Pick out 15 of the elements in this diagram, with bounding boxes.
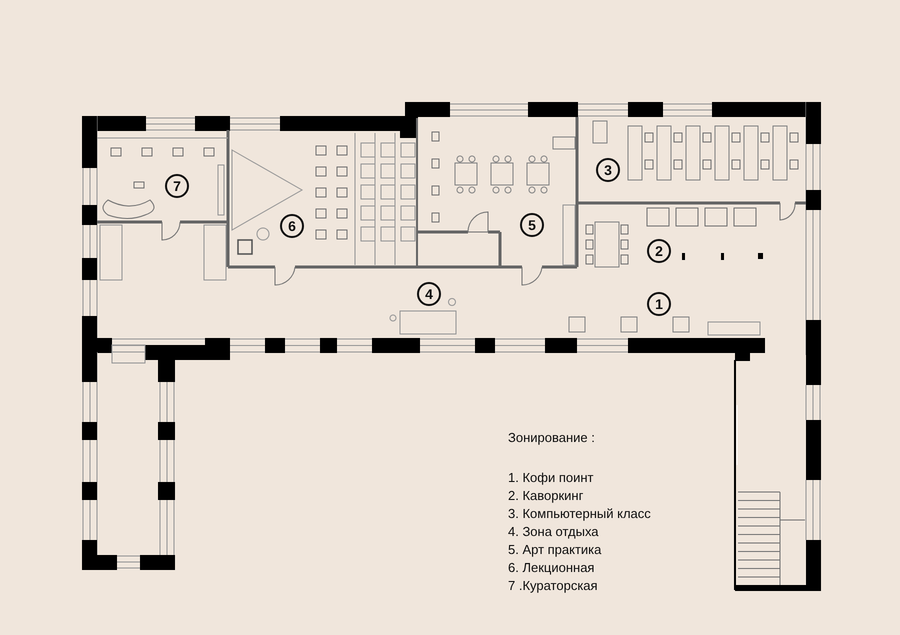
legend-item: 2. Каворкинг (508, 488, 584, 503)
legend-item: 4. Зона отдыха (508, 524, 599, 539)
legend-item: 6. Лекционная (508, 560, 594, 575)
legend-heading: Зонирование : (508, 430, 595, 445)
legend-item: 3. Компьютерный класс (508, 506, 651, 521)
legend-item: 1. Кофи поинт (508, 470, 594, 485)
callout-number: 7 (165, 174, 189, 198)
callout-number: 1 (647, 292, 671, 316)
callout-number: 5 (520, 213, 544, 237)
callout-number: 6 (280, 214, 304, 238)
callout-number: 2 (647, 239, 671, 263)
callout-number: 3 (596, 158, 620, 182)
legend-item: 5. Арт практика (508, 542, 602, 557)
legend-item: 7 .Кураторская (508, 578, 598, 593)
callout-number: 4 (417, 282, 441, 306)
